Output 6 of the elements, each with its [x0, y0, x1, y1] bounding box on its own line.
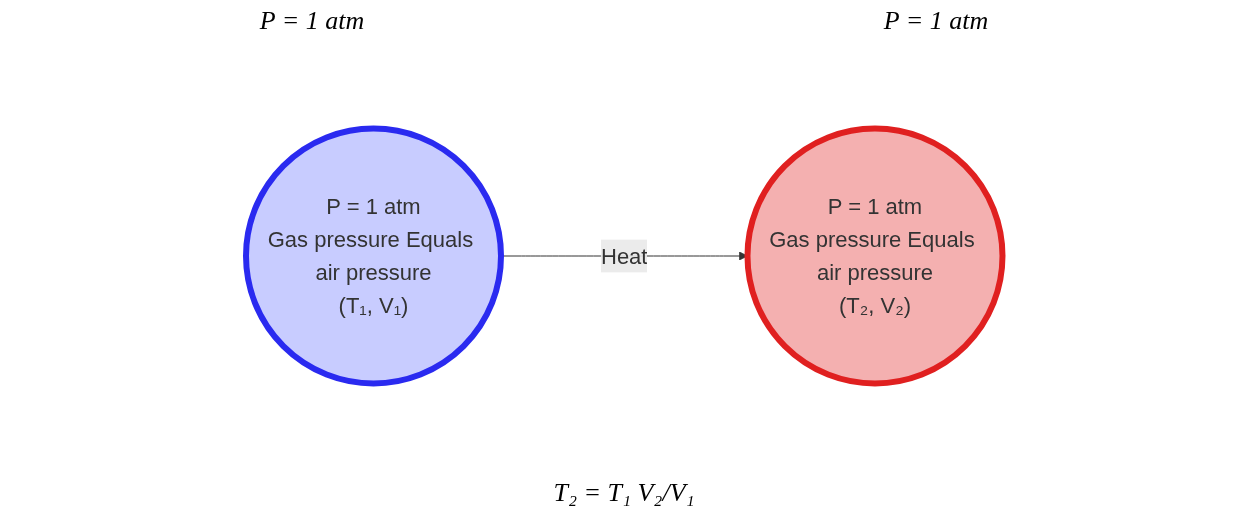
node-circle: P = 1 atm Gas pressure Equals air pressure (T₂, V₂): [744, 125, 1006, 387]
pressure-label: P = 1 atm: [259, 6, 365, 36]
pressure-label: P = 1 atm: [883, 6, 989, 36]
node-circle: P = 1 atm Gas pressure Equals air pressure (T₁, V₁): [242, 125, 504, 387]
formula-label: T₂ = T₁ V₂/V₁: [553, 478, 695, 507]
edge-label: Heat: [600, 243, 648, 269]
